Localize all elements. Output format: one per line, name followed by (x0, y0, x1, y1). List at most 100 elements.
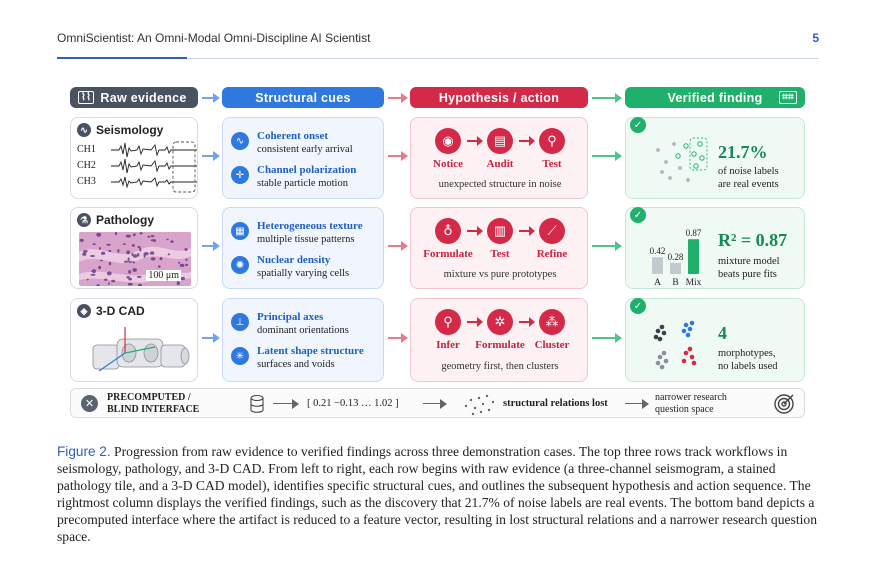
raw-card-cad: ◈ 3-D CAD (70, 298, 198, 382)
figure-2: ⌇⌇ Raw evidence Structural cues Hypothes… (66, 82, 811, 422)
seismogram-traces (111, 141, 197, 193)
sine-wave-icon: ∿ (231, 132, 249, 150)
caption-text: Progression from raw evidence to verifie… (57, 444, 817, 544)
step-label: Formulate (475, 339, 525, 351)
row2-arrow-2 (388, 241, 408, 251)
structural-relations-lost: structural relations lost (503, 398, 608, 409)
row1-arrow-1 (202, 151, 220, 161)
lightbulb-icon: ♁ (435, 218, 461, 244)
header-rule-accent (57, 57, 187, 59)
step-label: Formulate (423, 248, 473, 260)
channel-label: CH3 (77, 176, 96, 187)
microscope-icon: ⚗ (77, 213, 91, 227)
wave-icon: ∿ (77, 123, 91, 137)
hypothesis-caption: geometry first, then clusters (441, 361, 559, 372)
bar-a (652, 257, 663, 274)
network-icon: ✲ (487, 309, 513, 335)
axes-icon: ⊥ (231, 313, 249, 331)
header-arrow-1 (202, 93, 220, 103)
scatter-mini-icon (656, 137, 708, 182)
verified-card-cad: ✓ 4 morphotypes, no labels used (625, 298, 805, 382)
row1-arrow-2 (388, 151, 408, 161)
finding-value: 21.7% (718, 142, 768, 162)
check-icon: ✓ (630, 298, 646, 314)
cell-icon: ✺ (231, 256, 249, 274)
finding-value: 4 (718, 323, 727, 343)
close-icon: ✕ (81, 395, 98, 412)
feature-vector: [ 0.21 −0.13 … 1.02 ] (307, 398, 399, 409)
figure-caption: Figure 2. Progression from raw evidence … (57, 443, 821, 545)
scale-bar: 100 μm (146, 270, 181, 281)
waveform-box-icon: ⌇⌇ (78, 91, 95, 104)
search-icon: ⚲ (435, 309, 461, 335)
row2-arrow-1 (202, 241, 220, 251)
bottom-arrow-1 (273, 399, 299, 409)
bottom-arrow-3 (625, 399, 649, 409)
hypothesis-caption: mixture vs pure prototypes (443, 269, 557, 280)
hypothesis-card-cad: ⚲ Infer ✲ Formulate ⁂ Cluster geometry f… (410, 298, 588, 382)
pathology-tile-image: 100 μm (79, 232, 191, 286)
step-arrow (467, 226, 483, 236)
step-label: Infer (436, 339, 460, 351)
step-label: Audit (486, 158, 514, 170)
channel-label: CH2 (77, 160, 96, 171)
header-rule (57, 58, 819, 59)
finding-value: R² = 0.87 (718, 230, 788, 250)
page-number: 5 (812, 31, 819, 45)
step-arrow (519, 317, 535, 327)
step-label: Notice (433, 158, 463, 170)
table-icon: ▥ (487, 218, 513, 244)
step-arrow (519, 136, 535, 146)
bar-b (670, 262, 681, 274)
row3-arrow-2 (388, 333, 408, 343)
step-arrow (467, 136, 483, 146)
sparkle-icon: ✳ (231, 347, 249, 365)
precomputed-interface-band: ✕ PRECOMPUTED / BLIND INTERFACE [ 0.21 −… (70, 388, 805, 418)
texture-icon: ▦ (231, 222, 249, 240)
channel-label: CH1 (77, 144, 96, 155)
magnifier-icon: ⚲ (539, 128, 565, 154)
bar-value-label: 0.87 (686, 228, 702, 238)
step-arrow (519, 226, 535, 236)
step-label: Test (542, 158, 562, 170)
hypothesis-caption: unexpected structure in noise (438, 179, 562, 190)
column-verified-finding: Verified finding ⌗⌗ (625, 87, 805, 108)
trend-chart-icon: ⟋ (539, 218, 565, 244)
column-structural-cues: Structural cues (222, 87, 384, 108)
header-arrow-2 (388, 93, 408, 103)
header-arrow-3 (592, 93, 622, 103)
bar-category-label: Mix (686, 278, 702, 288)
grid-box-icon: ⌗⌗ (779, 91, 797, 104)
check-icon: ✓ (630, 117, 646, 133)
row1-arrow-3 (592, 151, 622, 161)
bar-category-label: B (672, 278, 678, 288)
scattered-dots-icon (464, 394, 495, 416)
raw-card-pathology: ⚗ Pathology 100 μm (70, 207, 198, 289)
cluster-icon: ⁂ (539, 309, 565, 335)
hypothesis-card-seismology: ◉ Notice ▤ Audit ⚲ Test unexpected struc… (410, 117, 588, 199)
step-arrow (467, 317, 483, 327)
bar-mix (688, 239, 699, 274)
eye-icon: ◉ (435, 128, 461, 154)
row3-arrow-3 (592, 333, 622, 343)
raw-card-seismology: ∿ Seismology CH1 CH2 CH3 (70, 117, 198, 199)
hypothesis-card-pathology: ♁ Formulate ▥ Test ⟋ Refine mixture vs p… (410, 207, 588, 289)
step-label: Test (490, 248, 510, 260)
bar-value-label: 0.42 (650, 246, 666, 256)
step-label: Cluster (534, 339, 570, 351)
figure-label: Figure 2. (57, 444, 111, 459)
verified-card-seismology: ✓ 21.7% of noise labels are real events (625, 117, 805, 199)
crosshair-icon: ✛ (231, 166, 249, 184)
document-search-icon: ▤ (487, 128, 513, 154)
